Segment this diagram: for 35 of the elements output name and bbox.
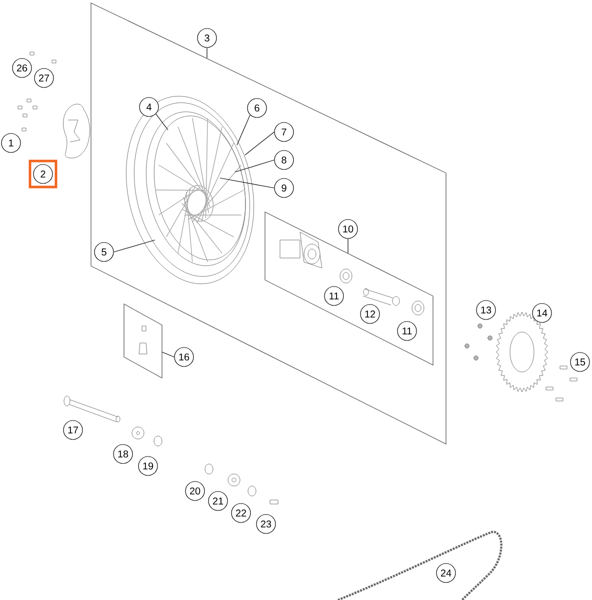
callout-number: 4: [139, 97, 159, 117]
callout-number: 7: [274, 122, 294, 142]
callout-number: 21: [208, 491, 228, 511]
leader-line: [206, 48, 208, 58]
callout-number: 3: [197, 28, 217, 48]
leader-line: [156, 114, 168, 130]
callout-number: 2: [33, 164, 53, 184]
callout-number: 23: [256, 514, 276, 534]
callout-number: 8: [274, 150, 294, 170]
callout-number: 5: [94, 242, 114, 262]
leader-line: [220, 178, 274, 188]
callout-number: 6: [247, 98, 267, 118]
callout-number: 11: [397, 321, 417, 341]
callout-number: 15: [570, 352, 590, 372]
leader-line: [236, 114, 250, 146]
callout-number: 20: [185, 481, 205, 501]
callout-number: 27: [34, 68, 54, 88]
callout-number: 11: [324, 286, 344, 306]
leader-line: [244, 132, 274, 156]
callout-number: 19: [138, 456, 158, 476]
callout-number: 24: [436, 563, 456, 583]
callout-number: 26: [12, 58, 32, 78]
callout-number: 14: [532, 303, 552, 323]
callout-number: 18: [113, 444, 133, 464]
callout-number: 1: [1, 133, 21, 153]
leader-line: [114, 240, 156, 252]
callout-number: 12: [360, 304, 380, 324]
callout-number: 17: [63, 420, 83, 440]
leader-line: [234, 160, 274, 172]
callout-number: 16: [174, 347, 194, 367]
callout-number: 9: [274, 178, 294, 198]
callout-number: 13: [476, 300, 496, 320]
leader-line: [162, 352, 174, 358]
callout-number: 22: [231, 503, 251, 523]
callout-number: 10: [338, 219, 358, 239]
